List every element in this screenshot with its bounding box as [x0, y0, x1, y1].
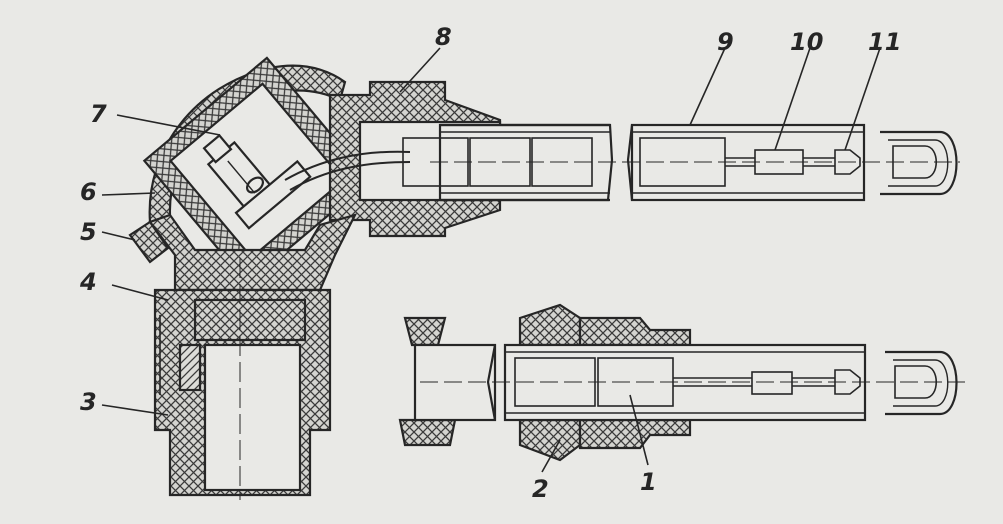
label-1: 1: [640, 468, 657, 496]
upper-assembly: [128, 56, 960, 500]
label-7: 7: [90, 100, 107, 128]
insulator-beads: [402, 137, 960, 187]
label-11: 11: [868, 28, 901, 56]
sensing-element: [725, 145, 938, 179]
leader-lines: [101, 47, 881, 473]
lead-wire: [284, 150, 411, 181]
label-6: 6: [80, 178, 97, 206]
terminal-block: [202, 133, 312, 230]
broken-stub-bottom: [398, 418, 457, 447]
label-10: 10: [790, 28, 823, 56]
housing-neck: [148, 213, 358, 292]
lower-insulator-beads: [420, 357, 965, 407]
label-2: 2: [532, 475, 549, 503]
label-4: 4: [79, 268, 97, 296]
label-5: 5: [80, 218, 97, 246]
union-nut: [518, 303, 582, 347]
label-3: 3: [80, 388, 97, 416]
lower-assembly: [398, 303, 965, 462]
label-8: 8: [435, 23, 452, 51]
terminal-screw: [246, 176, 264, 194]
callout-labels: 1 2 3 4 5 6 7 8 9 10 11: [79, 23, 901, 503]
broken-stub-top: [403, 316, 447, 347]
label-9: 9: [717, 28, 734, 56]
